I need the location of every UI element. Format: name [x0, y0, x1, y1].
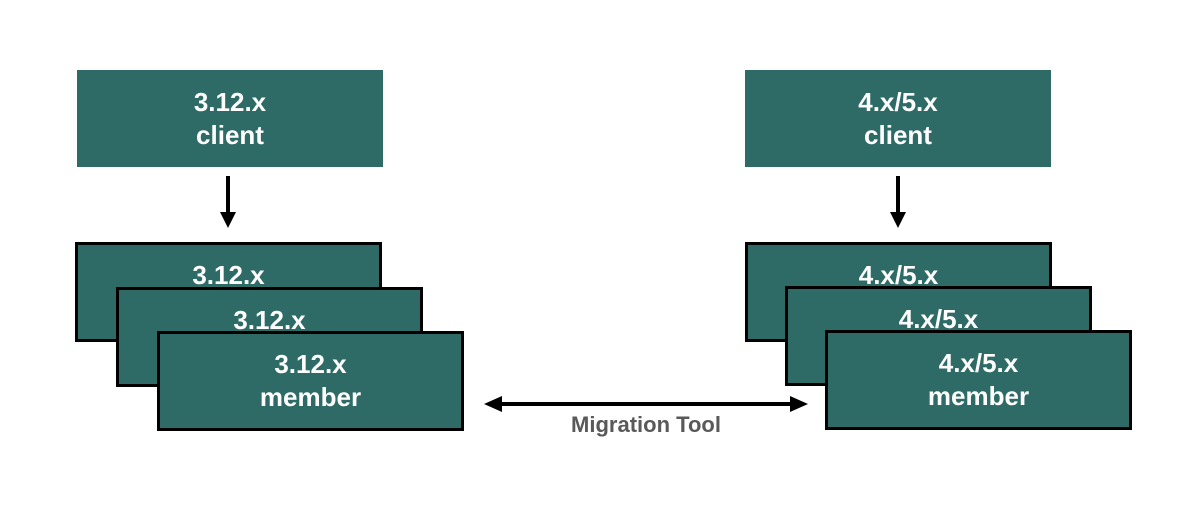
right-member-version: 4.x/5.x	[938, 348, 1019, 378]
right-down-arrow-icon	[890, 176, 906, 228]
left-client-version: 3.12.x	[193, 86, 267, 117]
migration-double-arrow-icon	[484, 396, 808, 412]
right-client-version: 4.x/5.x	[858, 86, 938, 117]
migration-tool-label: Migration Tool	[571, 412, 721, 437]
left-client-role: client	[196, 119, 264, 150]
left-client-box: 3.12.x client	[77, 70, 383, 167]
left-member-version: 3.12.x	[192, 260, 265, 290]
left-member-version: 3.12.x	[233, 305, 306, 335]
right-member-version: 4.x/5.x	[898, 304, 979, 334]
right-member-role: member	[927, 381, 1030, 411]
right-client-box: 4.x/5.x client	[745, 70, 1051, 167]
left-member-version: 3.12.x	[274, 349, 347, 379]
right-client-role: client	[864, 119, 932, 150]
right-member-box-front: 4.x/5.x member	[825, 330, 1132, 430]
left-member-role: member	[259, 382, 362, 412]
right-member-version: 4.x/5.x	[858, 260, 939, 290]
left-down-arrow-icon	[220, 176, 236, 228]
left-member-box-front: 3.12.x member	[157, 331, 464, 431]
